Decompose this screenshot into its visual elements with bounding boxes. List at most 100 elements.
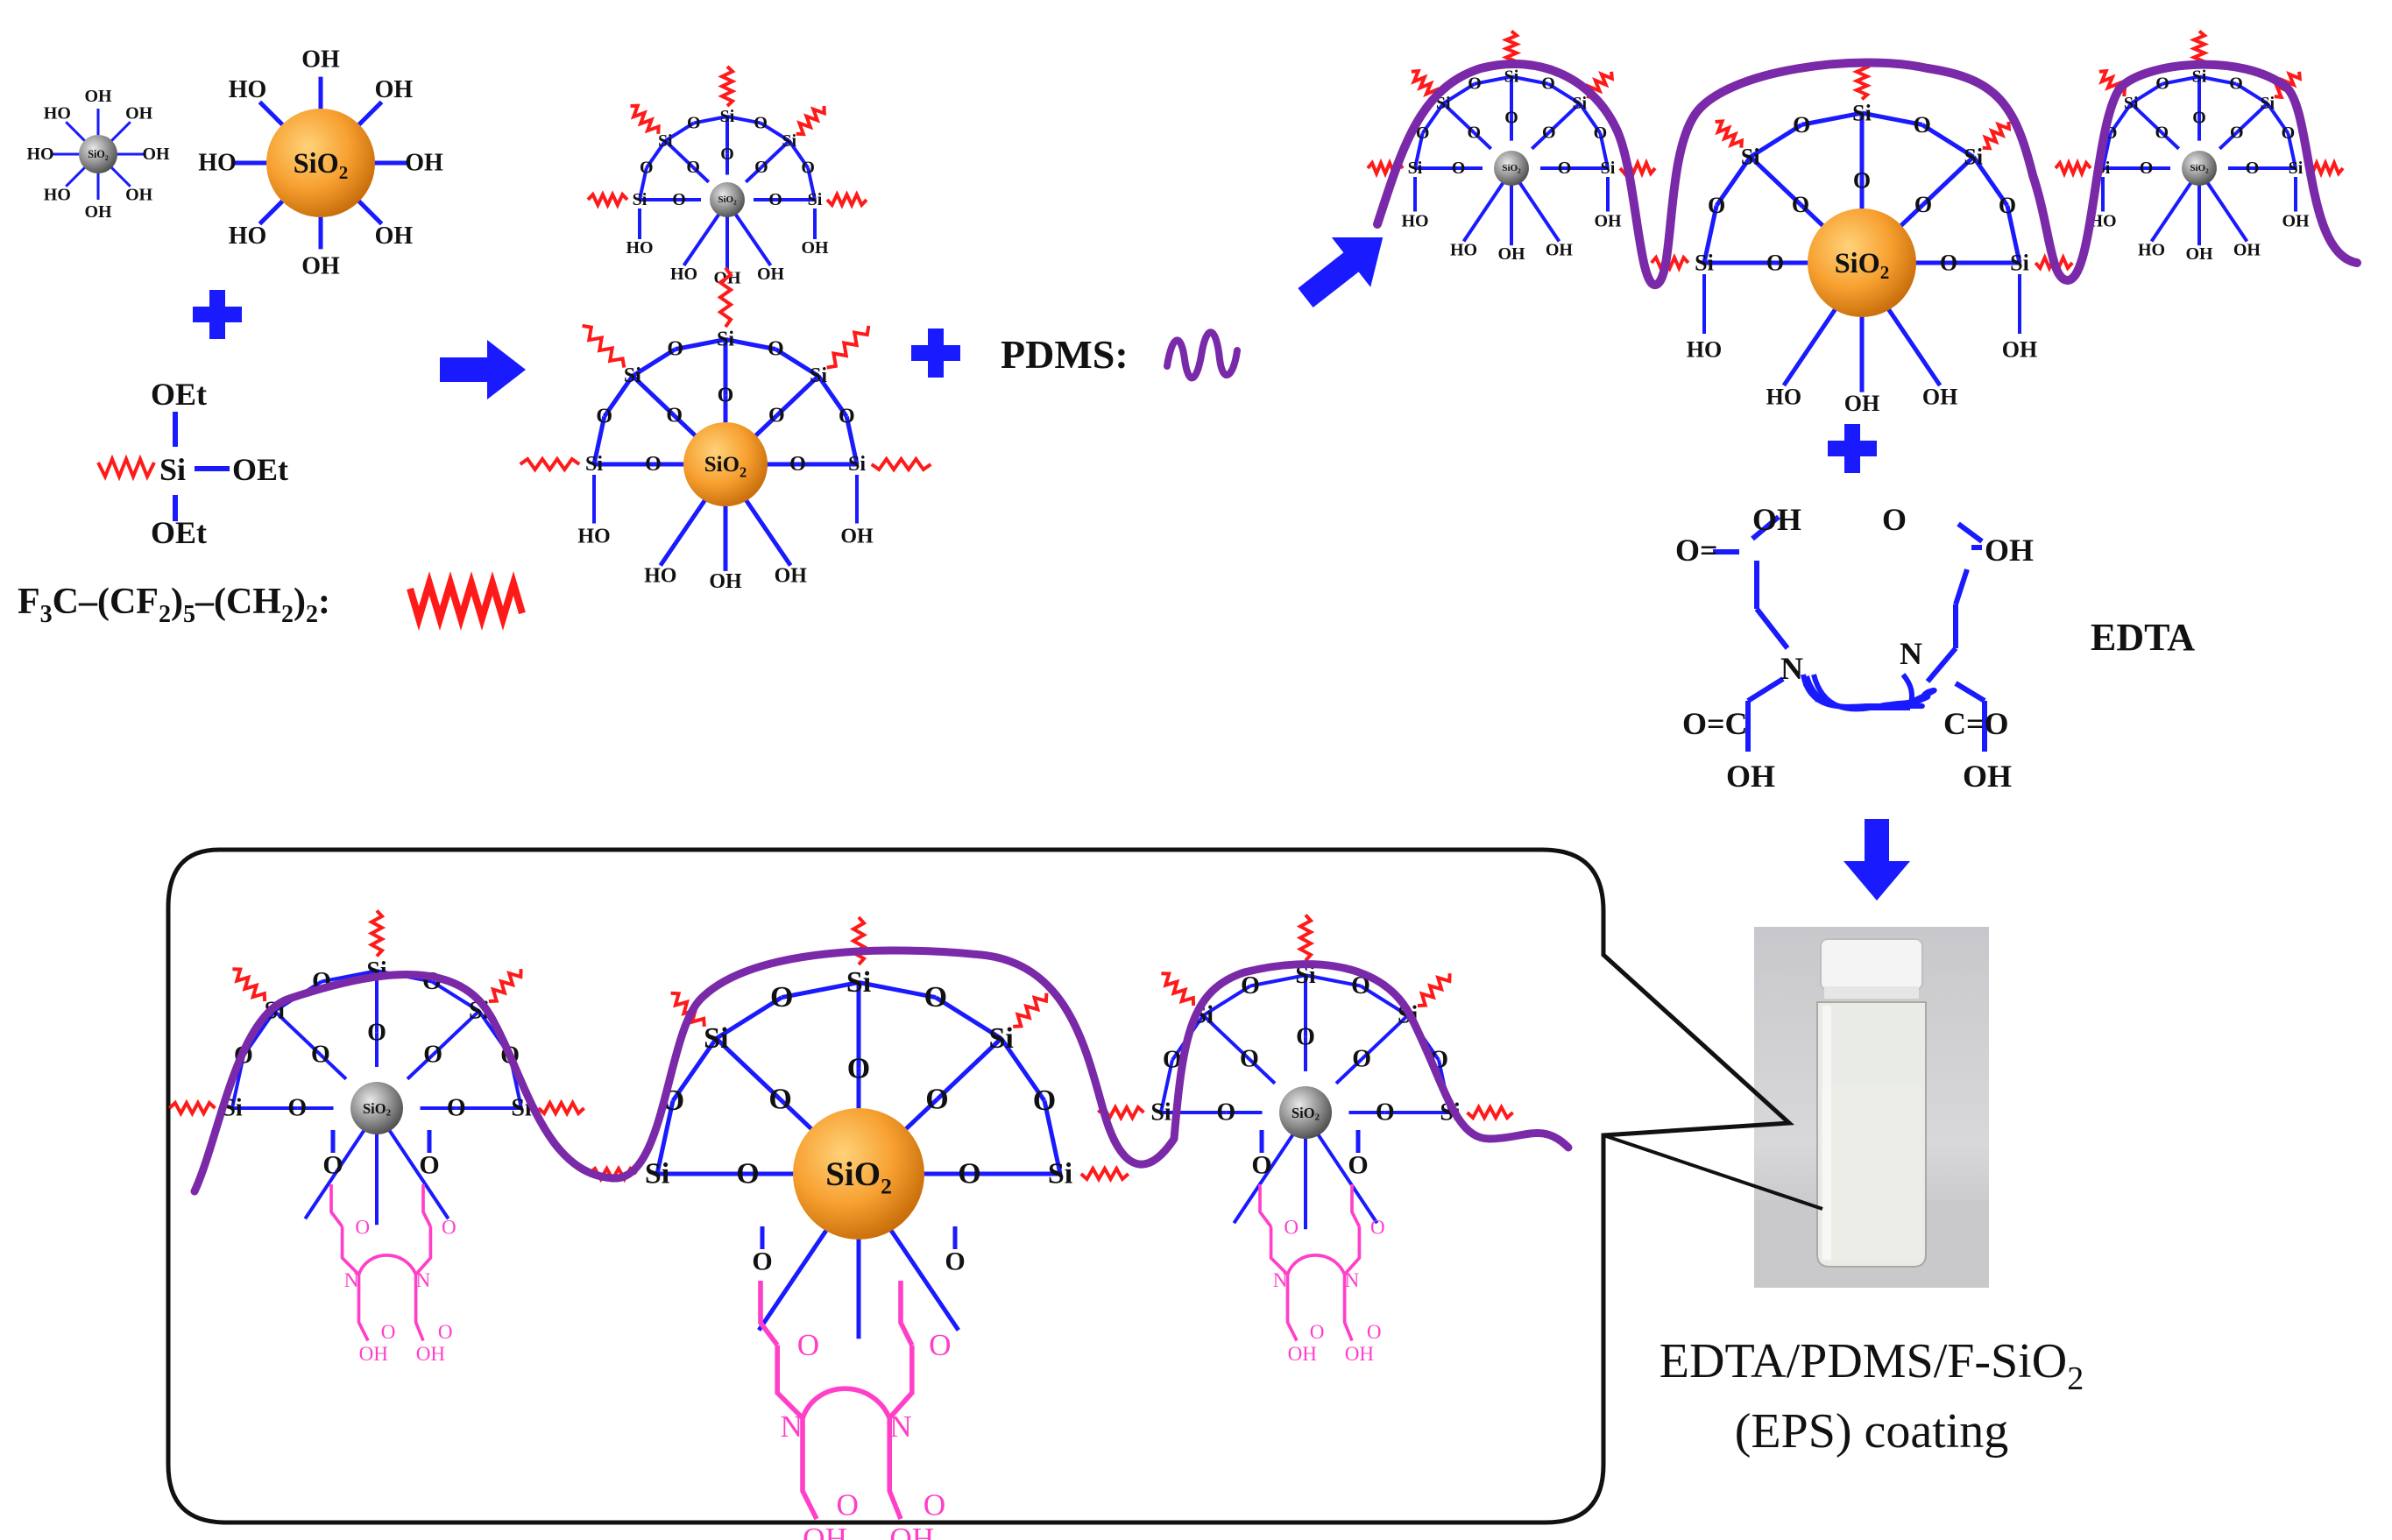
bridging-oxygen: O: [1468, 74, 1482, 94]
carbonyl-oxygen: O: [1370, 1215, 1385, 1238]
nitrogen-atom: N: [344, 1268, 359, 1291]
bridging-oxygen: O: [1999, 193, 2016, 218]
nitrogen-atom: N: [889, 1409, 911, 1444]
bond-line: [1801, 110, 1863, 127]
fluoro-chain-icon: [1013, 993, 1049, 1028]
bridging-oxygen: O: [687, 113, 701, 132]
hydroxyl-foot: OH: [1844, 391, 1879, 416]
bond-line: [2108, 102, 2133, 135]
zoom-callout: [166, 847, 1823, 1525]
hydroxyl-foot: OH: [1594, 212, 1622, 231]
silicon-atom: Si: [1408, 159, 1423, 178]
fluoro-zigzag-icon: [407, 570, 526, 632]
sio2-sphere: [1808, 208, 1916, 317]
linking-oxygen: O: [1940, 251, 1957, 276]
nitrogen-atom: N: [780, 1409, 802, 1444]
nitrogen-atom: N: [1345, 1268, 1360, 1291]
bond-line: [726, 115, 761, 125]
linking-oxygen: O: [768, 1084, 791, 1116]
bond-line: [658, 492, 711, 567]
silicon-atom: Si: [658, 131, 673, 151]
linking-oxygen: O: [666, 405, 683, 427]
hydroxyl-foot: OH: [1922, 385, 1957, 410]
oh-group: OH: [125, 186, 153, 205]
svg-text:F3C–(CF2)5–(CH2)2:: F3C–(CF2)5–(CH2)2:: [18, 582, 330, 628]
fluoro-chain-icon: [537, 1098, 585, 1118]
bridging-oxygen: O: [2229, 74, 2243, 94]
ester-oxygen: O: [1348, 1151, 1368, 1180]
linking-oxygen: O: [2140, 159, 2154, 178]
hydroxyl-foot: HO: [644, 565, 676, 588]
linking-oxygen: O: [672, 190, 686, 209]
edta-label: EDTA: [2091, 616, 2195, 659]
fluoro-chain-icon: [870, 456, 932, 473]
bond-line: [1313, 1129, 1379, 1225]
bond-line: [1749, 123, 1803, 159]
linking-oxygen: O: [1504, 109, 1518, 128]
carbonyl-oxygen: O: [836, 1488, 858, 1522]
silicon-atom: Si: [782, 131, 796, 151]
bond-line: [591, 416, 607, 465]
oh-group: HO: [229, 76, 267, 103]
bond-line: [732, 210, 773, 267]
fluoro-chain-icon: [582, 323, 626, 368]
bond-line: [817, 374, 849, 419]
carbonyl-oxygen: O: [929, 1328, 951, 1362]
bond-line: [934, 995, 1002, 1041]
linking-oxygen: O: [768, 190, 782, 209]
hydroxyl-foot: HO: [626, 238, 653, 258]
edta-bond: [1285, 1274, 1299, 1342]
sio2-label: SiO2: [2190, 163, 2209, 175]
edta-bond: [800, 1386, 892, 1420]
bond-line: [638, 167, 648, 201]
bridging-oxygen: O: [1351, 972, 1370, 1000]
bond-line: [1202, 984, 1252, 1017]
oh-group: OH: [301, 253, 340, 280]
bond-line: [1921, 123, 1975, 159]
ester-oxygen: O: [945, 1247, 965, 1276]
silicon-atom: Si: [1741, 145, 1760, 170]
grey-sphere: [79, 135, 117, 173]
bond-line: [602, 374, 634, 419]
oh-group: HO: [44, 103, 71, 123]
svg-text:OH: OH: [1752, 502, 1801, 537]
bridging-oxygen: O: [1541, 74, 1555, 94]
linking-oxygen: O: [2192, 109, 2206, 128]
bond-line: [858, 980, 937, 1000]
bond-line: [1201, 1014, 1251, 1061]
fluoro-chain-icon: [488, 969, 523, 1003]
bridging-oxygen: O: [2155, 74, 2169, 94]
bond-line: [1413, 132, 1425, 169]
hydroxyl-foot: OH: [840, 526, 874, 548]
fluorosilane-molecule: OEt Si OEt OEt: [96, 377, 288, 550]
fluoro-chain-icon: [1715, 119, 1744, 149]
ester-oxygen: O: [752, 1247, 772, 1276]
oh-group: OH: [301, 46, 340, 74]
fluoro-chain-icon: [1296, 914, 1315, 962]
bond-line: [663, 139, 695, 169]
bond-line: [778, 1098, 817, 1135]
ester-oxygen: O: [419, 1151, 439, 1180]
bond-line: [1359, 984, 1409, 1017]
bond-line: [655, 1100, 676, 1175]
bond-line: [321, 969, 378, 984]
hydroxyl-foot: HO: [1450, 241, 1477, 260]
svg-text:OH: OH: [1985, 533, 2034, 568]
hydroxyl-foot: OH: [2233, 241, 2261, 260]
bond-line: [1598, 132, 1610, 169]
grey-sphere: [1494, 151, 1529, 186]
hydroxyl-foot: OH: [1497, 244, 1525, 264]
bond-line: [760, 139, 791, 169]
si-center: Si: [159, 452, 186, 487]
small-core: SiO2: [350, 1082, 403, 1134]
fluoro-chain-icon: [2054, 158, 2092, 179]
grey-sphere: [2182, 151, 2217, 186]
small-core: SiO2: [1279, 1086, 1332, 1139]
bond-line: [2160, 131, 2181, 151]
sio2-sphere: [793, 1108, 924, 1240]
bond-line: [1546, 81, 1581, 105]
bond-line: [2101, 132, 2112, 169]
oh-group: OH: [125, 103, 153, 123]
